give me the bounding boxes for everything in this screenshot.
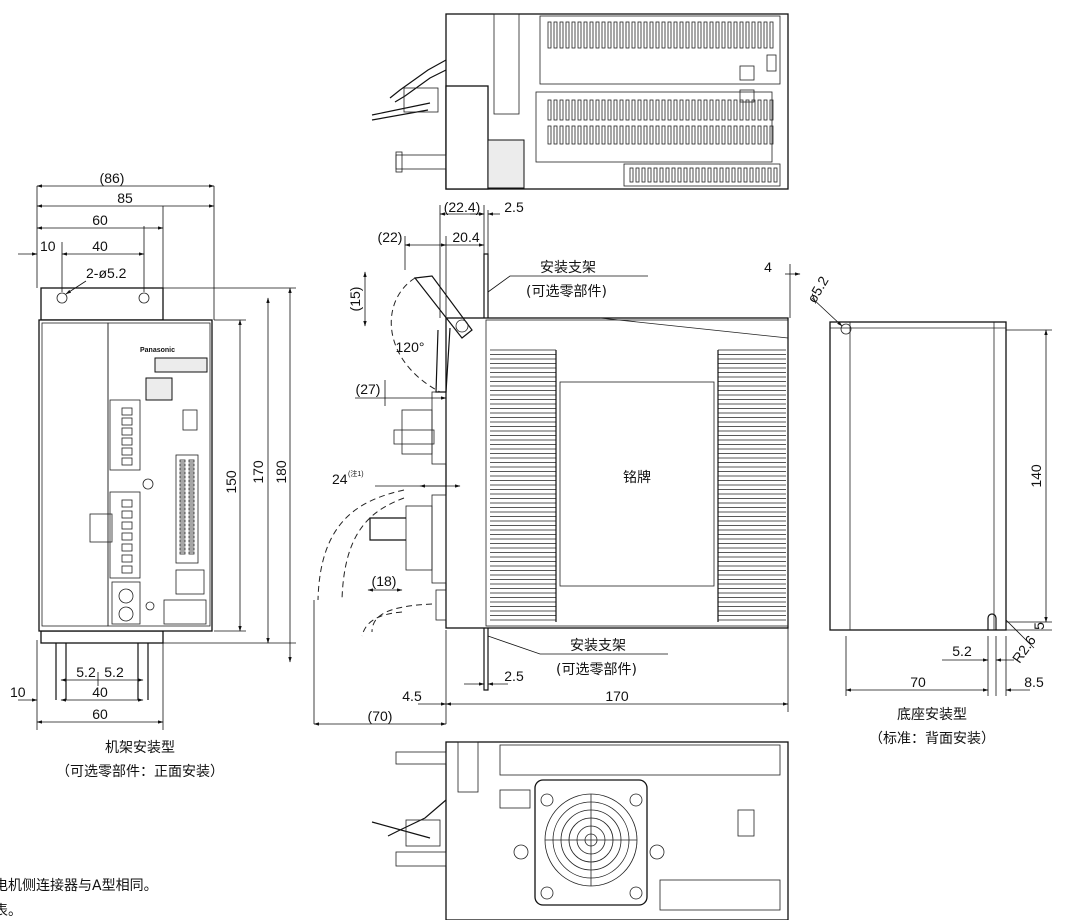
dim-40-bot: 40 [92, 684, 108, 700]
dim-4: 4 [764, 259, 772, 275]
fan-icon [544, 793, 638, 887]
dim-70-side: (70) [368, 708, 393, 724]
angle-120: 120° [396, 339, 425, 355]
dim-170: 170 [250, 460, 266, 484]
dim-18: (18) [372, 573, 397, 589]
bracket-top-note: (可选零部件) [526, 284, 607, 300]
base-view [829, 321, 1007, 631]
base-caption-note: （标准：背面安装） [869, 731, 995, 747]
radius-r2-6: R2.6 [1009, 632, 1039, 666]
dim-2-5-bot: 2.5 [504, 668, 524, 684]
heat-sink-fins [490, 349, 786, 622]
dim-180: 180 [273, 460, 289, 484]
dim-4-5: 4.5 [402, 688, 422, 704]
dim-5-2b: 5.2 [104, 664, 124, 680]
dim-86: (86) [100, 170, 125, 186]
dim-24-note: (注1) [348, 469, 364, 478]
dim-170-side: 170 [605, 688, 629, 704]
bracket-top-label: 安装支架 [540, 260, 596, 276]
dim-5-2-base: 5.2 [952, 643, 972, 659]
dim-40-top: 40 [92, 238, 108, 254]
front-view [38, 287, 213, 644]
front-dimensions [18, 184, 296, 730]
dim-140: 140 [1028, 464, 1044, 488]
bracket-bot-label: 安装支架 [570, 638, 626, 654]
hole-spec: 2-ø5.2 [86, 265, 127, 281]
dim-8-5: 8.5 [1024, 674, 1044, 690]
terminal-block [121, 407, 195, 574]
dim-60-bot: 60 [92, 706, 108, 722]
dim-15: (15) [347, 287, 363, 312]
dim-2-5-top: 2.5 [504, 199, 524, 215]
bracket-bot-note: (可选零部件) [556, 662, 637, 678]
dim-20-4: 20.4 [452, 229, 479, 245]
dim-22: (22) [378, 229, 403, 245]
dim-60-top: 60 [92, 212, 108, 228]
side-view [317, 253, 789, 691]
footnote-line2: 表。 [0, 903, 22, 919]
dim-24: 24 [332, 471, 348, 487]
nameplate-label: 铭牌 [623, 469, 651, 486]
front-labels: (86) 85 60 10 40 2-ø5.2 Panasonic 150 17… [10, 170, 289, 780]
footnote-line1: 电机侧连接器与A型相同。 [0, 877, 158, 894]
base-dimensions [811, 297, 1052, 696]
dim-85: 85 [117, 190, 133, 206]
dim-5: 5 [1031, 622, 1047, 630]
dim-70-base: 70 [910, 674, 926, 690]
top-view [371, 13, 789, 771]
front-caption-note: （可选零部件：正面安装） [56, 764, 224, 780]
dim-10-top: 10 [40, 238, 56, 254]
front-caption: 机架安装型 [105, 740, 175, 756]
dim-22-4: (22.4) [444, 199, 481, 215]
base-caption: 底座安装型 [897, 707, 967, 723]
dim-5-2a: 5.2 [76, 664, 96, 680]
footnote: 电机侧连接器与A型相同。 表。 [0, 877, 158, 919]
side-labels: (22.4) 2.5 (22) 20.4 安装支架 (可选零部件) 4 (15)… [332, 199, 772, 724]
dim-10-bot: 10 [10, 684, 26, 700]
side-dimensions [313, 205, 801, 726]
dim-27: (27) [356, 381, 381, 397]
bottom-view [371, 741, 789, 920]
base-hole-spec: ø5.2 [804, 273, 832, 305]
brand-logo: Panasonic [140, 347, 175, 354]
dim-150: 150 [223, 470, 239, 494]
